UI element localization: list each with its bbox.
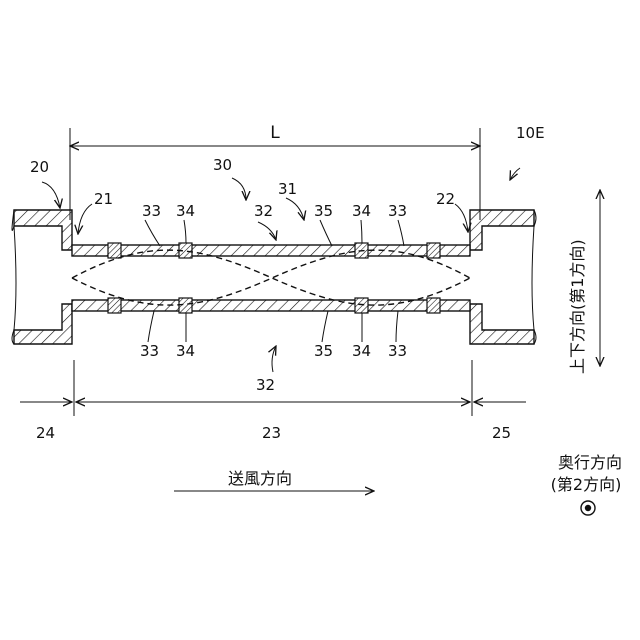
- reference-labels: L 10E 20 21 22 30 31 32 33 34 35 34 33 3…: [30, 123, 545, 442]
- label-23: 23: [262, 424, 281, 442]
- label-31: 31: [278, 180, 297, 198]
- airflow-indicator: 送風方向: [174, 469, 374, 491]
- right-duct: [470, 210, 536, 344]
- label-34-bottom-right: 34: [352, 342, 371, 360]
- airflow-label: 送風方向: [228, 469, 292, 488]
- label-34-top-left: 34: [176, 202, 195, 220]
- depth-indicator: 奥行方向 (第2方向): [551, 453, 622, 515]
- label-20: 20: [30, 158, 49, 176]
- depth-symbol-dot: [585, 505, 591, 511]
- label-33-top-left: 33: [142, 202, 161, 220]
- label-35-top: 35: [314, 202, 333, 220]
- label-21: 21: [94, 190, 113, 208]
- label-32-bottom: 32: [256, 376, 275, 394]
- label-33-bottom-left: 33: [140, 342, 159, 360]
- deformation-curves: [72, 250, 470, 305]
- label-34-bottom-left: 34: [176, 342, 195, 360]
- label-35-bottom: 35: [314, 342, 333, 360]
- label-22: 22: [436, 190, 455, 208]
- label-32-top: 32: [254, 202, 273, 220]
- vertical-label: 上下方向(第1方向): [568, 239, 587, 374]
- left-duct: [12, 210, 72, 344]
- label-24: 24: [36, 424, 55, 442]
- label-10E: 10E: [516, 124, 545, 142]
- depth-label-line2: (第2方向): [551, 475, 622, 494]
- label-34-top-right: 34: [352, 202, 371, 220]
- upper-wall: [72, 243, 470, 258]
- depth-label-line1: 奥行方向: [558, 453, 622, 472]
- label-30: 30: [213, 156, 232, 174]
- label-L: L: [270, 123, 280, 143]
- label-25: 25: [492, 424, 511, 442]
- vertical-indicator: 上下方向(第1方向): [568, 190, 600, 374]
- label-33-bottom-right: 33: [388, 342, 407, 360]
- label-33-top-right: 33: [388, 202, 407, 220]
